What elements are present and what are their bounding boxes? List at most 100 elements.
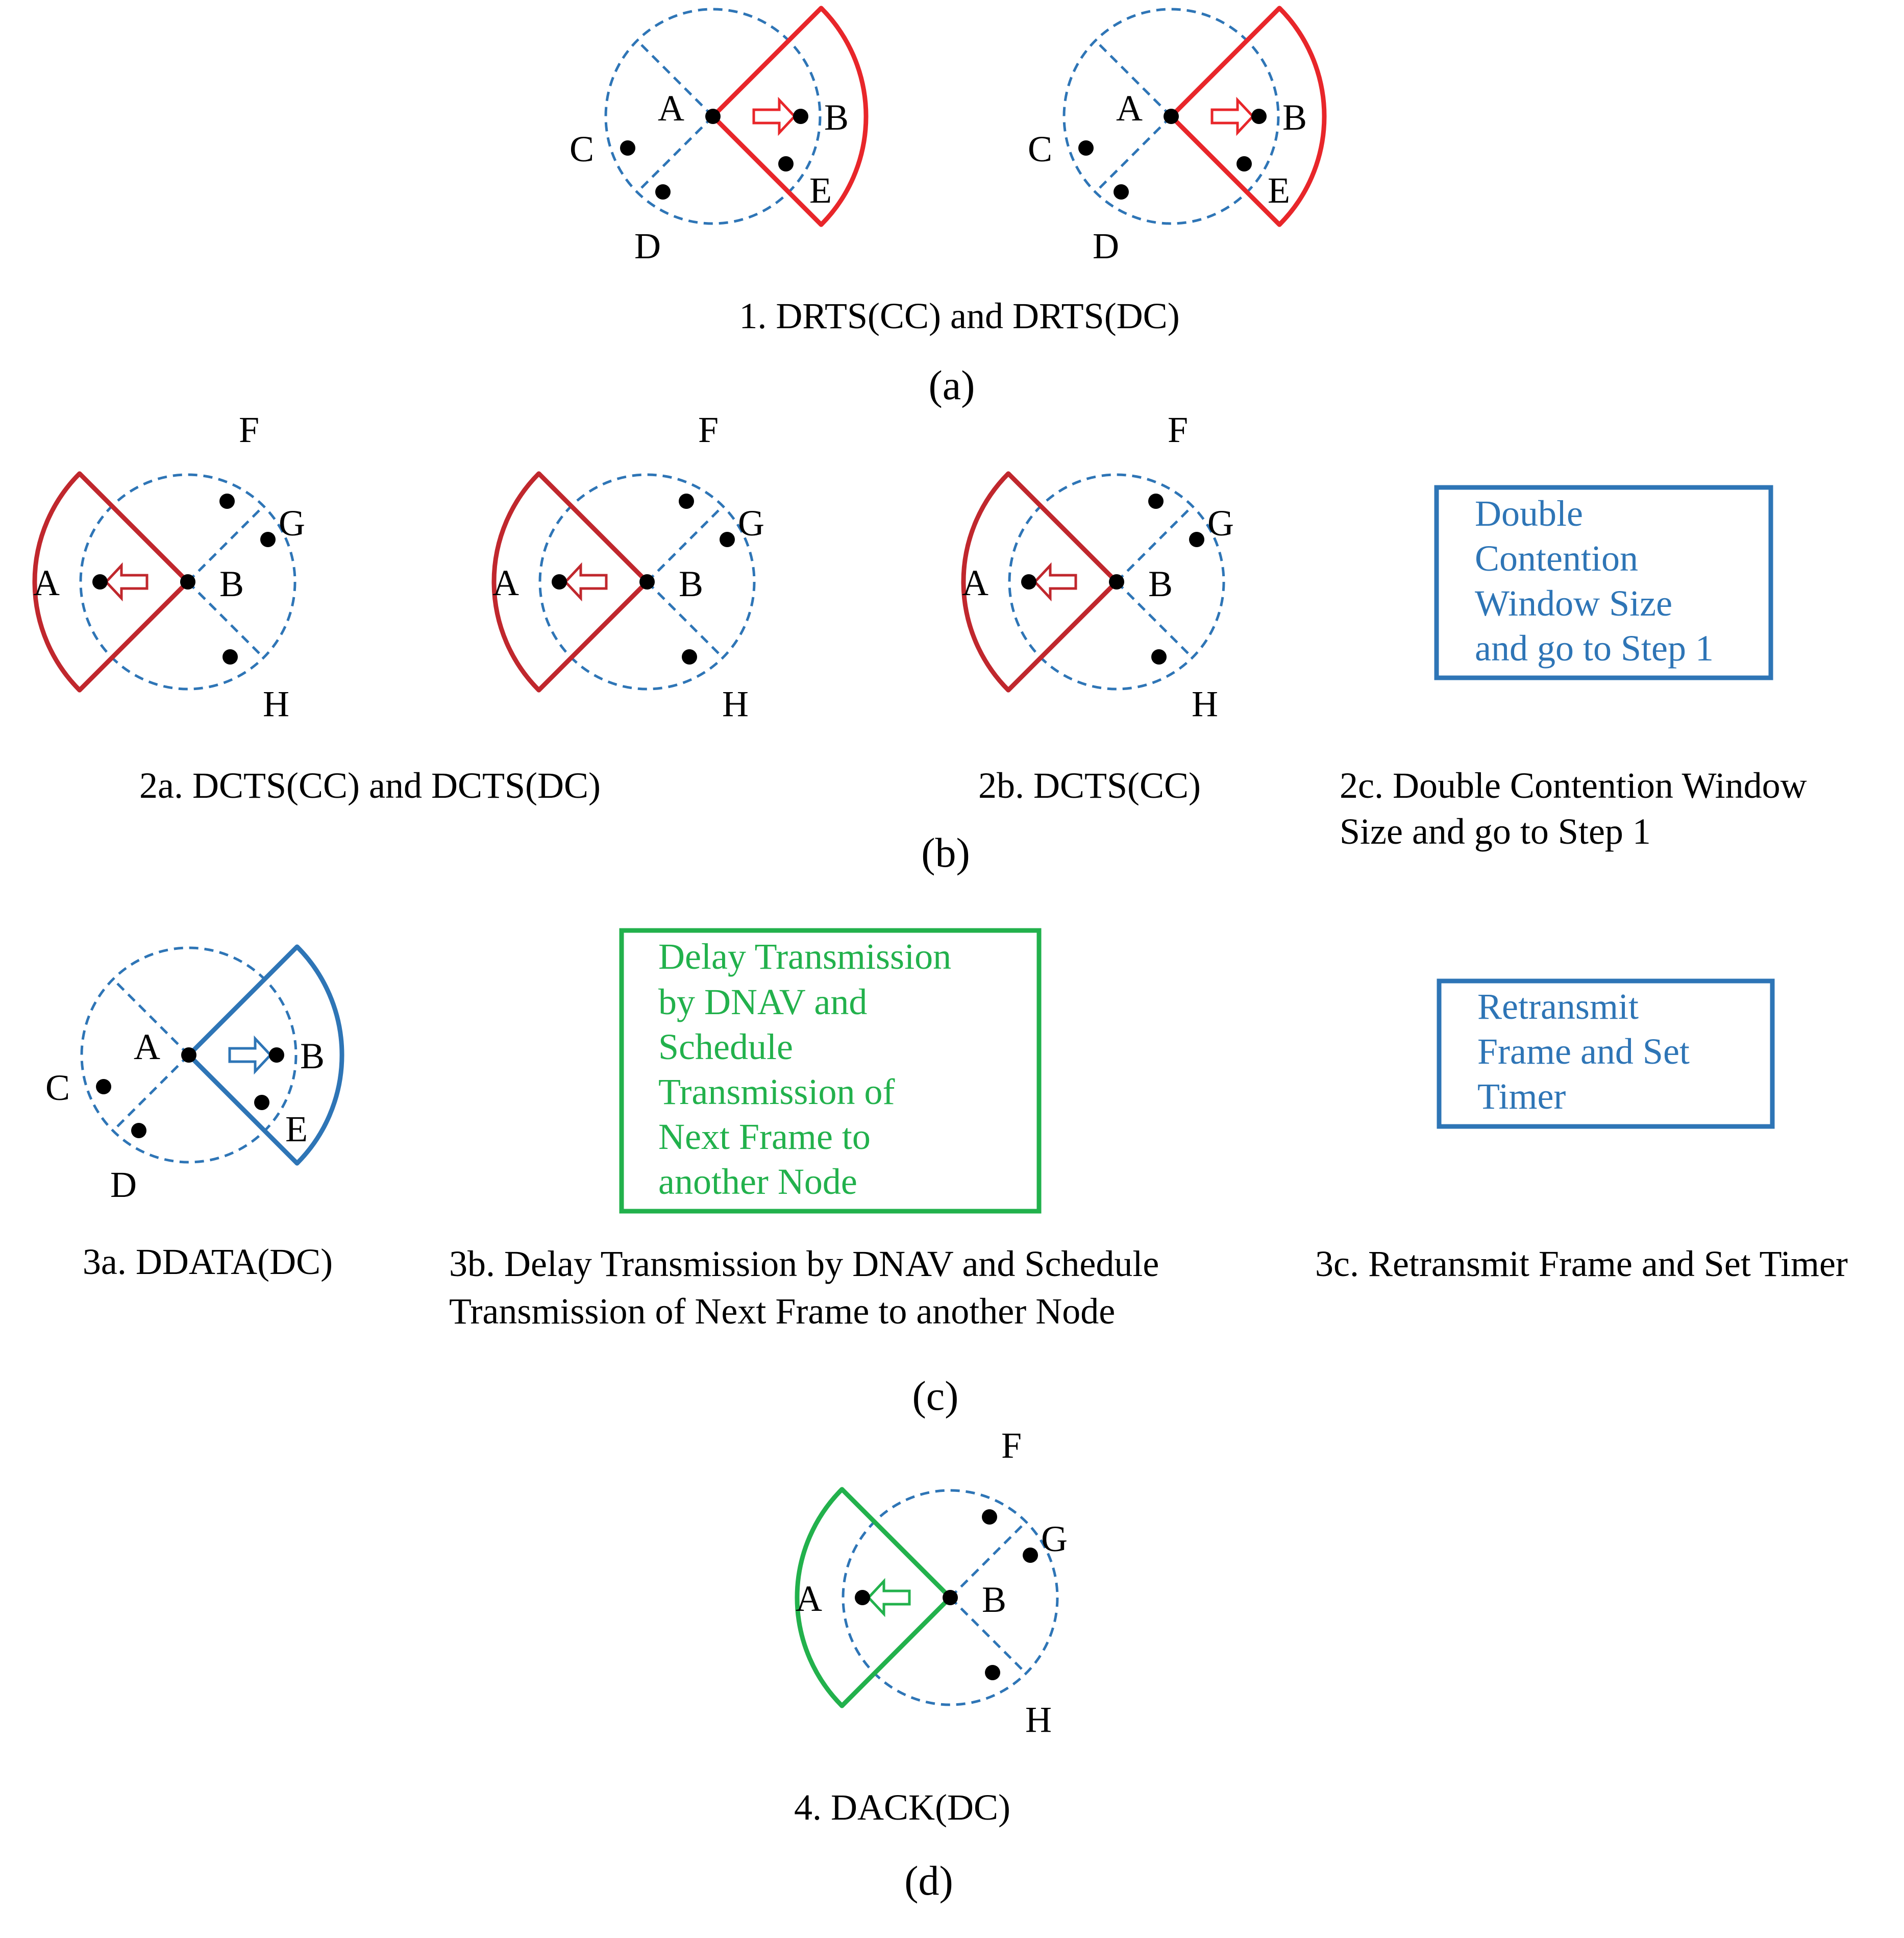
node-label-A: A xyxy=(658,88,684,129)
directional-sector xyxy=(710,6,869,227)
node-label-D: D xyxy=(1093,226,1119,266)
caption-step2c-line2: Size and go to Step 1 xyxy=(1340,811,1651,852)
node-dot xyxy=(778,156,794,171)
node-label-G: G xyxy=(1041,1518,1068,1559)
sector-boundary-line xyxy=(112,978,190,1056)
node-dot xyxy=(985,1665,1000,1680)
caption-step2c-line1: 2c. Double Contention Window xyxy=(1340,765,1807,806)
node-label-B: B xyxy=(824,97,849,138)
sector-boundary-line xyxy=(949,1597,1027,1675)
range-circle xyxy=(1008,473,1225,691)
node-label-E: E xyxy=(285,1109,308,1149)
caption-step3a: 3a. DDATA(DC) xyxy=(83,1241,333,1282)
node-label-H: H xyxy=(1025,1699,1052,1740)
node-dot xyxy=(96,1079,111,1094)
node-dot xyxy=(705,109,721,124)
retransmit-box-line1: Retransmit xyxy=(1477,986,1639,1027)
sector-boundary-line xyxy=(187,505,265,583)
node-dot xyxy=(1114,184,1129,200)
caption-step2a: 2a. DCTS(CC) and DCTS(DC) xyxy=(139,765,601,806)
node-label-B: B xyxy=(300,1036,325,1076)
node-dot xyxy=(269,1047,284,1063)
node-dot xyxy=(682,649,697,665)
double-box-line3: Window Size xyxy=(1475,583,1672,624)
node-dot xyxy=(982,1509,997,1525)
node-label-F: F xyxy=(1168,409,1188,450)
node-dot xyxy=(620,140,635,156)
sector-boundary-line xyxy=(1094,115,1172,193)
section-label-a: (a) xyxy=(928,362,975,408)
node-dot xyxy=(219,494,235,509)
node-label-A: A xyxy=(134,1026,160,1067)
arrow-left-icon xyxy=(563,562,608,602)
arrow-left-icon xyxy=(1033,562,1077,602)
directional-sector xyxy=(961,471,1119,693)
sector-boundary-line xyxy=(1094,39,1172,117)
node-dot xyxy=(92,574,108,590)
arrow-right-icon xyxy=(1210,96,1255,136)
sector-boundary-line xyxy=(1116,505,1194,583)
node-label-E: E xyxy=(1268,170,1290,211)
node-dot xyxy=(181,1047,196,1063)
node-dot xyxy=(679,494,694,509)
node-label-G: G xyxy=(279,503,305,544)
directional-sector xyxy=(32,471,190,693)
node-label-D: D xyxy=(634,226,661,266)
node-dot xyxy=(720,532,735,547)
node-dot xyxy=(1023,1548,1038,1563)
node-label-B: B xyxy=(679,563,703,604)
node-dot xyxy=(1078,140,1094,156)
directional-sector xyxy=(186,944,344,1166)
sector-boundary-line xyxy=(646,505,724,583)
node-label-B: B xyxy=(219,563,244,604)
node-label-H: H xyxy=(1192,683,1218,724)
sector-boundary-line xyxy=(187,581,265,659)
sector-boundary-line xyxy=(636,115,714,193)
range-circle xyxy=(604,8,822,225)
delay-box-line5: Next Frame to xyxy=(658,1116,871,1157)
delay-box-line2: by DNAV and xyxy=(658,982,867,1022)
directional-sector xyxy=(795,1487,953,1708)
double-box-line1: Double xyxy=(1475,493,1583,534)
node-label-C: C xyxy=(1028,129,1052,169)
caption-step2b: 2b. DCTS(CC) xyxy=(978,765,1201,806)
diagram-4: B A F G H xyxy=(795,1425,1068,1740)
caption-step3c: 3c. Retransmit Frame and Set Timer xyxy=(1315,1243,1848,1284)
caption-step3b-line2: Transmission of Next Frame to another No… xyxy=(449,1291,1115,1332)
node-label-B: B xyxy=(982,1579,1006,1620)
node-dot xyxy=(1148,494,1164,509)
sector-boundary-line xyxy=(646,581,724,659)
directional-sector xyxy=(491,471,650,693)
node-label-C: C xyxy=(570,129,594,169)
retransmit-box-line2: Frame and Set xyxy=(1477,1031,1690,1072)
node-dot xyxy=(1151,649,1167,665)
section-label-b: (b) xyxy=(921,829,970,876)
node-dot xyxy=(254,1095,269,1110)
directional-sector xyxy=(1169,6,1327,227)
delay-box-line3: Schedule xyxy=(658,1026,793,1067)
retransmit-box: Retransmit Frame and Set Timer xyxy=(1437,978,1775,1129)
double-box-line2: Contention xyxy=(1475,538,1638,579)
sector-boundary-line xyxy=(1116,581,1194,659)
node-label-A: A xyxy=(33,562,60,603)
node-dot xyxy=(552,574,567,590)
node-label-H: H xyxy=(263,683,289,724)
node-label-A: A xyxy=(492,562,519,603)
double-contention-box: Double Contention Window Size and go to … xyxy=(1434,485,1773,680)
node-dot xyxy=(943,1590,958,1605)
node-dot xyxy=(1109,574,1124,590)
node-label-F: F xyxy=(1001,1425,1022,1466)
node-dot xyxy=(655,184,671,200)
delay-transmission-box: Delay Transmission by DNAV and Schedule … xyxy=(619,928,1042,1214)
node-dot xyxy=(1021,574,1036,590)
node-dot xyxy=(260,532,276,547)
node-label-A: A xyxy=(796,1578,822,1619)
section-label-d: (d) xyxy=(904,1857,953,1904)
caption-step1: 1. DRTS(CC) and DRTS(DC) xyxy=(739,296,1179,336)
range-circle xyxy=(538,473,756,691)
node-label-A: A xyxy=(1116,88,1143,129)
